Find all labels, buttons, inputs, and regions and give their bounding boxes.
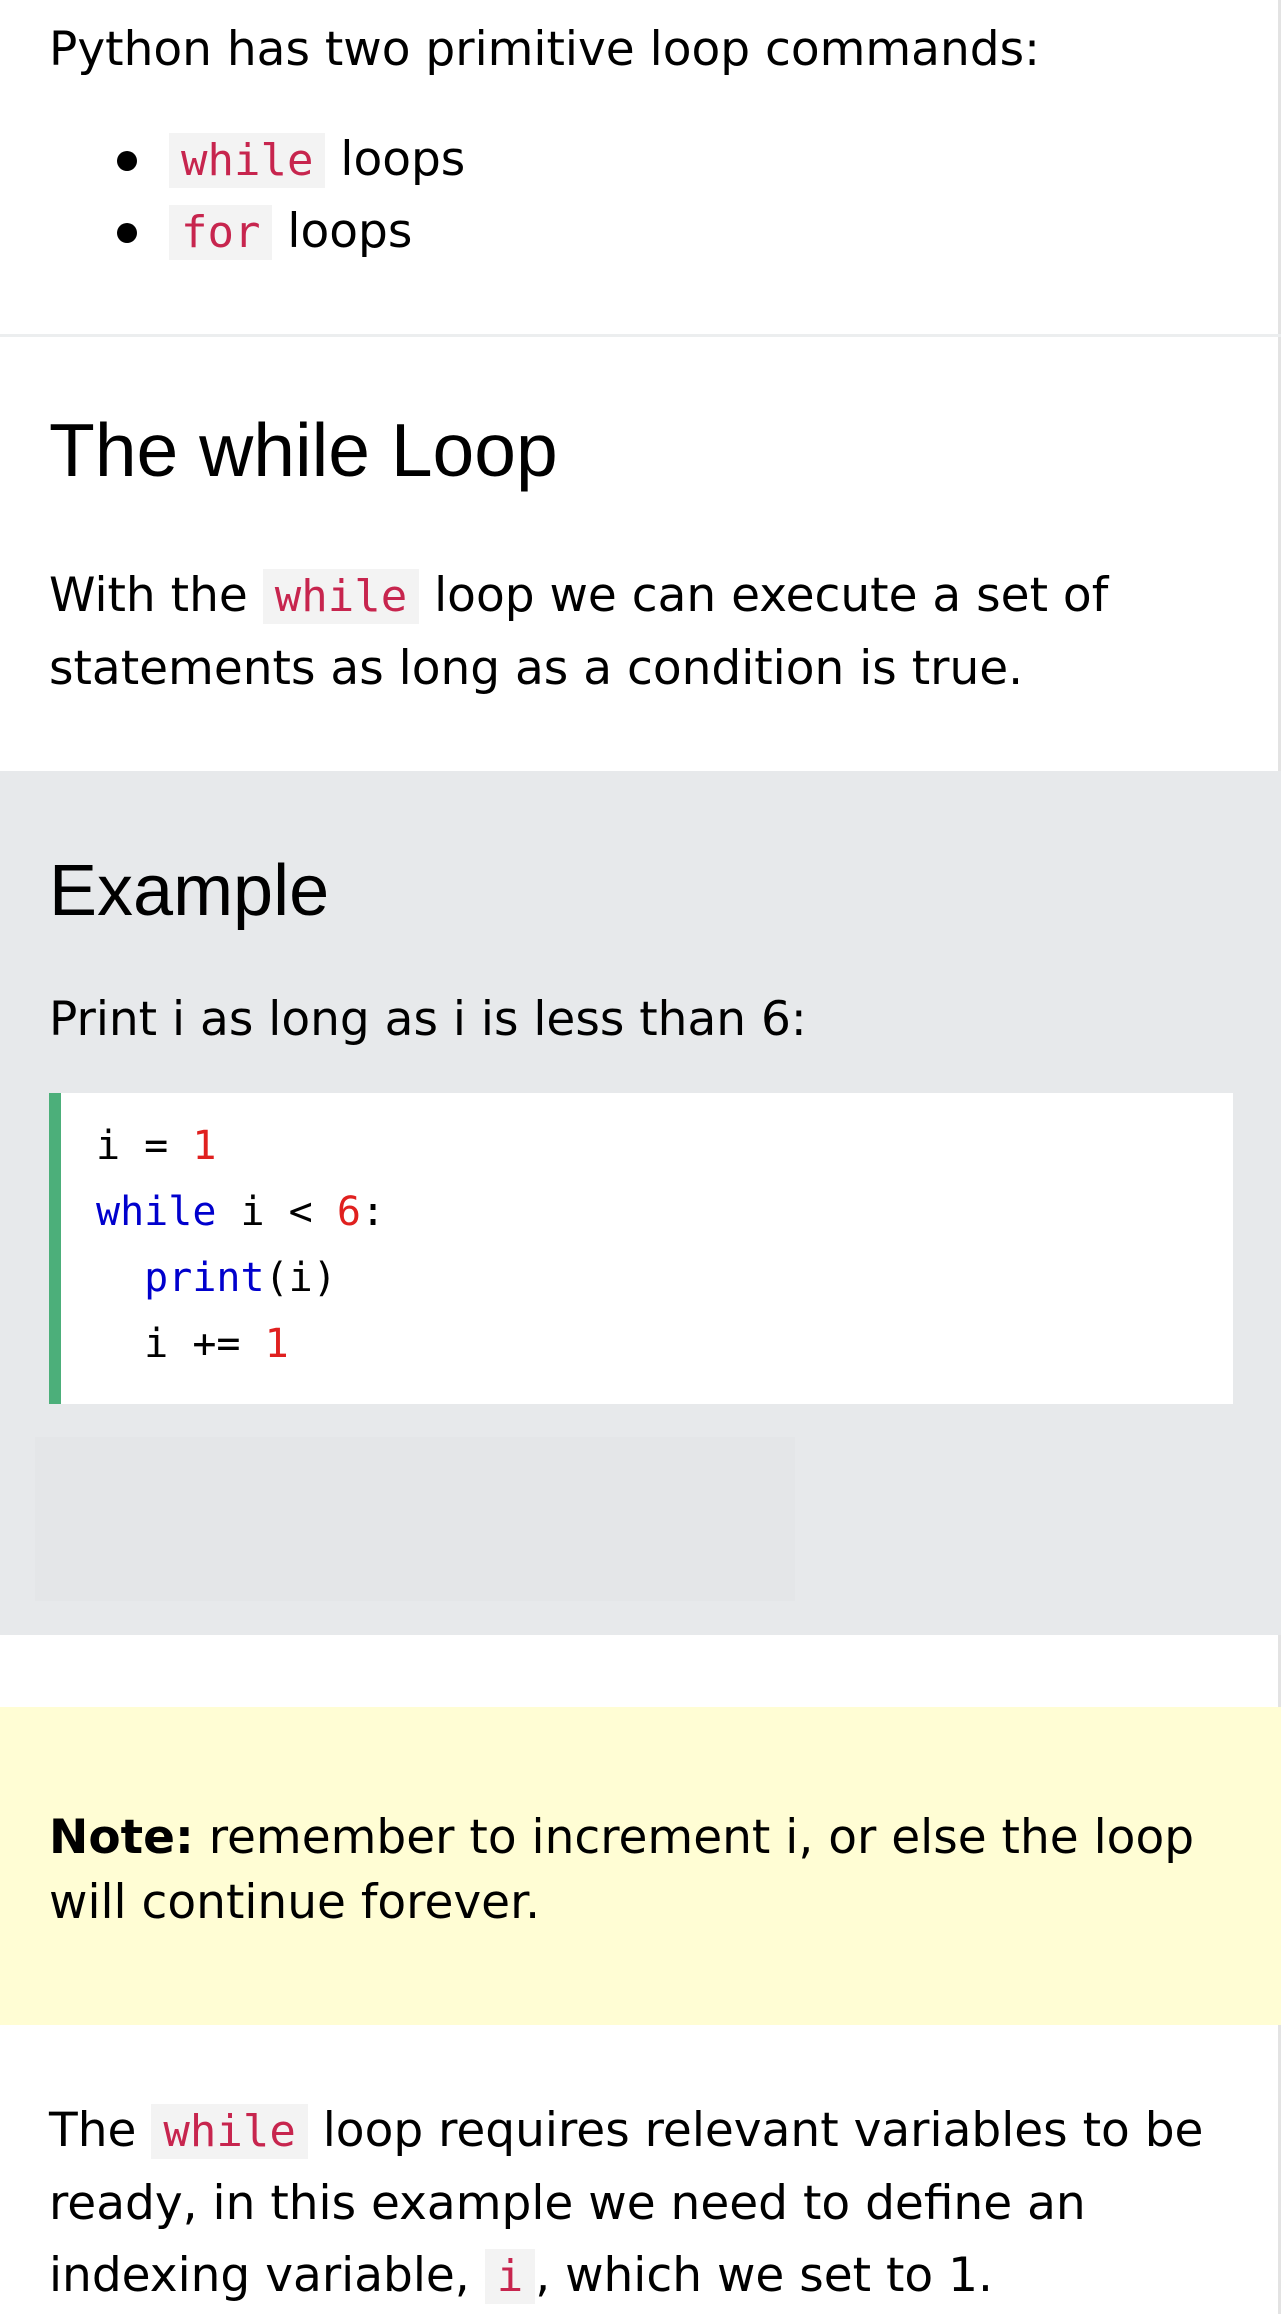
- code-text: [96, 1255, 144, 1301]
- desc-text-start: With the: [49, 568, 263, 623]
- inline-code-for: for: [169, 205, 273, 260]
- code-line: i += 1: [96, 1311, 385, 1377]
- code-number: 1: [192, 1123, 217, 1169]
- section-description: With the while loop we can execute a set…: [49, 560, 1249, 705]
- tail-text-start: The: [49, 2103, 152, 2158]
- code-text: :: [360, 1189, 386, 1235]
- tail-text-end: , which we set to 1.: [535, 2248, 993, 2303]
- inline-code-while: while: [169, 133, 326, 188]
- code-text: i +=: [96, 1321, 265, 1367]
- example-subtitle: Print i as long as i is less than 6:: [49, 992, 807, 1047]
- code-number: 6: [336, 1189, 361, 1235]
- section-heading: The while Loop: [49, 408, 558, 492]
- inline-code-while: while: [262, 569, 420, 624]
- code-line: while i < 6:: [96, 1179, 385, 1245]
- example-box: Example Print i as long as i is less tha…: [0, 771, 1281, 1635]
- desc-text-end: loop we can execute a set of statements …: [49, 568, 1109, 696]
- bullet-icon: [117, 223, 137, 243]
- loop-types-list: while loops for loops: [49, 124, 465, 268]
- note-label: Note:: [49, 1810, 194, 1865]
- bullet-icon: [117, 151, 137, 171]
- code-line: i = 1: [96, 1113, 385, 1179]
- closing-paragraph: The while loop requires relevant variabl…: [49, 2095, 1249, 2313]
- placeholder-panel: [35, 1437, 795, 1601]
- code-text: i <: [216, 1189, 337, 1235]
- list-item-while: while loops: [49, 124, 465, 196]
- code-text: (i): [264, 1255, 337, 1301]
- tail-text-middle: loop requires relevant variables to be r…: [49, 2103, 1204, 2303]
- code-line: print(i): [96, 1245, 385, 1311]
- note-box: Note: remember to increment i, or else t…: [0, 1707, 1281, 2025]
- example-heading: Example: [49, 851, 330, 931]
- intro-text: Python has two primitive loop commands:: [49, 22, 1040, 77]
- inline-code-i: i: [484, 2249, 536, 2304]
- list-item-label: loops: [325, 132, 466, 187]
- code-number: 1: [264, 1321, 289, 1367]
- list-item-label: loops: [272, 204, 413, 259]
- code-keyword: print: [144, 1255, 265, 1301]
- list-item-for: for loops: [49, 196, 465, 268]
- note-body: remember to increment i, or else the loo…: [49, 1810, 1195, 1930]
- code-keyword: while: [96, 1189, 217, 1235]
- section-divider: [0, 334, 1281, 337]
- note-text: Note: remember to increment i, or else t…: [49, 1805, 1229, 1935]
- inline-code-while: while: [151, 2104, 308, 2159]
- code-text: i =: [96, 1123, 193, 1169]
